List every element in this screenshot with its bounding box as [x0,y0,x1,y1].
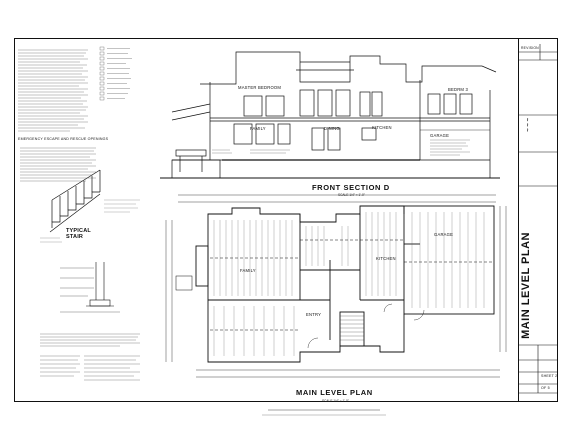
sheet-of: OF 5 [541,386,550,390]
main-plan-scale: SCALE 1/4" = 1'-0" [322,399,349,403]
section-label-kitchen: KITCHEN [372,125,392,130]
symbol-legend [99,46,132,101]
hose-bib-box [175,275,193,291]
footing-detail [60,262,120,313]
section-label-garage: GARAGE [430,133,450,138]
sheet-border [14,38,558,402]
bottom-notes [40,333,140,381]
stair-treads [340,315,364,341]
plan-label-kitchen: KITCHEN [376,256,396,261]
plan-label-garage: GARAGE [434,232,454,237]
revision-label: REVISION [521,46,539,50]
main-plan-walls [178,194,496,363]
section-label-master-bedroom: MASTER BEDROOM [238,85,282,90]
title-block [518,38,558,402]
typical-stair-title: TYPICAL STAIR [66,228,91,240]
general-notes-block [18,49,88,132]
sheet-number: SHEET 2 [541,374,558,378]
section-label-bedrm3: BEDRM 3 [448,87,469,92]
escape-openings-heading: EMERGENCY ESCAPE AND RESCUE OPENINGS [18,137,109,141]
door-swings [307,303,425,349]
stair-detail-lines [49,169,101,233]
front-section-lines [160,51,500,179]
escape-notes-block [20,147,96,182]
front-section-scale: SCALE 1/4" = 1'-0" [338,193,365,197]
plan-beams [210,239,494,331]
title-block-lines [519,44,558,394]
plan-dimensions [165,206,507,378]
section-label-family: FAMILY [250,126,266,131]
plan-label-family: FAMILY [240,268,256,273]
main-plan-title: MAIN LEVEL PLAN [296,388,373,397]
section-callouts [212,139,470,156]
plan-label-entry: ENTRY [306,312,322,317]
stair-notes [40,199,140,243]
section-label-dining: DINING [324,126,340,131]
front-section-title: FRONT SECTION D [312,183,390,192]
